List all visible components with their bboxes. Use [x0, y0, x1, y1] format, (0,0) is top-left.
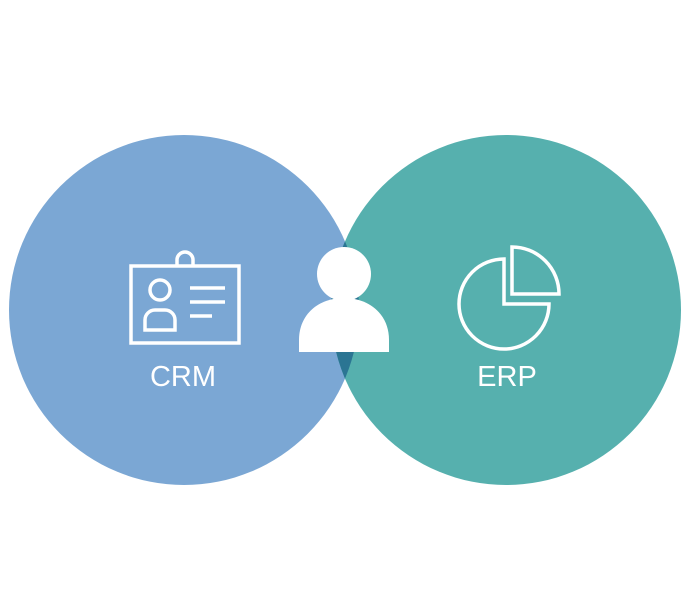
user-icon: [299, 247, 389, 352]
erp-label: ERP: [477, 361, 537, 393]
pie-chart-icon: [457, 245, 561, 351]
erp-circle: [331, 135, 681, 485]
crm-label: CRM: [150, 361, 216, 393]
crm-circle: [9, 135, 359, 485]
id-badge-icon: [129, 250, 241, 345]
